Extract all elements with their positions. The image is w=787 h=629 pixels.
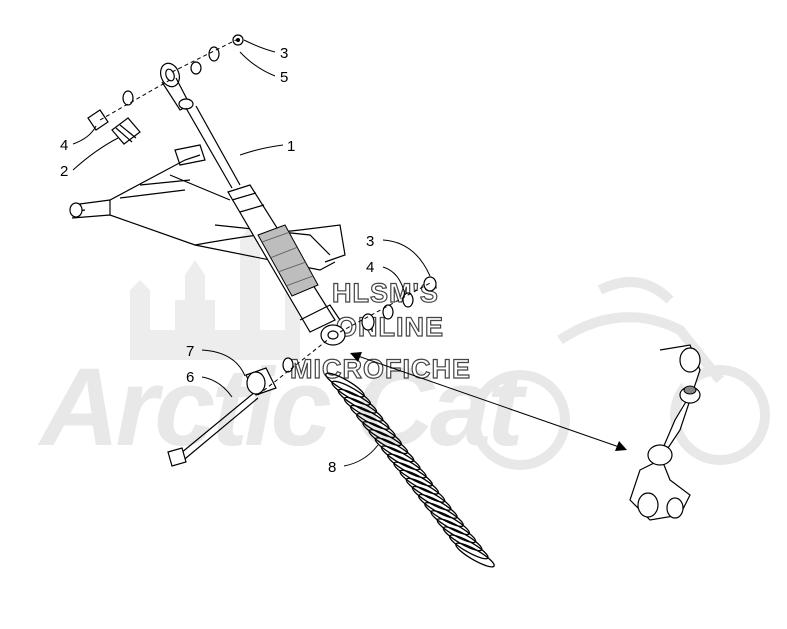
watermark-castle-icon xyxy=(130,225,300,360)
watermark-line-3: MICROFICHE xyxy=(290,354,471,384)
callout-1: 1 xyxy=(287,138,295,155)
top-hardware xyxy=(87,34,244,145)
shock-absorber xyxy=(159,62,346,346)
callout-2: 2 xyxy=(60,163,68,180)
callout-3-top: 3 xyxy=(280,45,288,62)
callout-4-right: 4 xyxy=(366,259,374,276)
callout-7: 7 xyxy=(186,343,194,360)
callout-8: 8 xyxy=(328,459,336,476)
a-arm-frame xyxy=(69,144,346,271)
watermark-line-1: HLSM'S xyxy=(332,278,439,308)
assembly-arrow xyxy=(350,352,627,451)
watermark: Arctic Cat HLSM'S ONLINE MICROFICHE xyxy=(37,225,770,470)
callout-6: 6 xyxy=(186,369,194,386)
callout-3-right: 3 xyxy=(366,233,374,250)
coil-spring xyxy=(325,372,495,568)
callout-5: 5 xyxy=(280,69,288,86)
watermark-motorcycle-icon xyxy=(470,277,770,470)
callout-4-top: 4 xyxy=(60,137,68,154)
lower-hardware xyxy=(167,276,437,467)
callout-leaders xyxy=(72,39,431,467)
watermark-logo: Arctic Cat xyxy=(37,225,770,470)
spring-coil xyxy=(455,542,495,568)
callout-labels: 3 5 4 2 1 3 4 7 6 8 xyxy=(60,45,374,476)
steering-knuckle xyxy=(629,344,701,521)
